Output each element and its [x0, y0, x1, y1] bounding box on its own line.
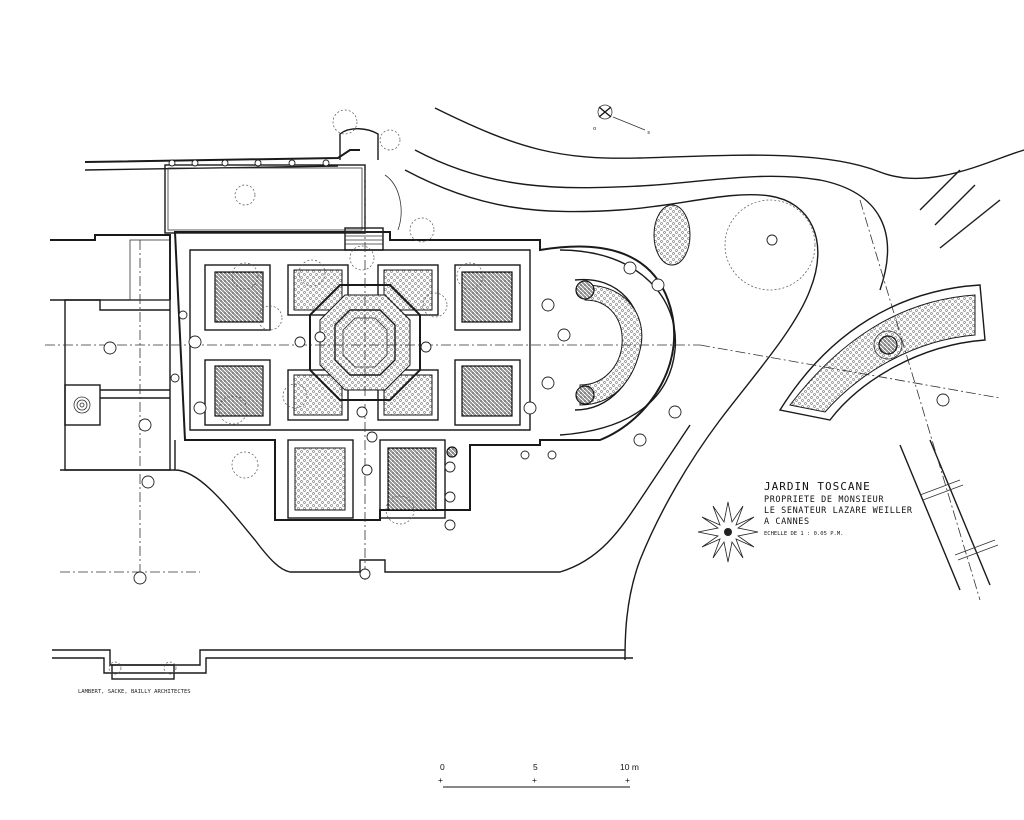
scale-label-10m: 10 m: [620, 762, 639, 772]
svg-text:+: +: [625, 775, 630, 785]
title-line-3: LE SENATEUR LAZARE WEILLER: [764, 506, 913, 516]
winding-path: [404, 107, 1024, 661]
axis-lines: [45, 170, 1001, 601]
reference-markers: [103, 310, 571, 585]
scale-bar: + + + 0 5 10 m: [438, 762, 639, 788]
title-block: JARDIN TOSCANE PROPRIETE DE MONSIEUR LE …: [764, 480, 913, 537]
scale-label-5: 5: [533, 762, 538, 772]
scale-label-0: 0: [440, 762, 445, 772]
svg-text:+: +: [532, 775, 537, 785]
main-terrace: [173, 227, 676, 521]
svg-text:s: s: [647, 130, 650, 136]
architects-credit: LAMBERT, SACKE, BAILLY ARCHITECTES: [78, 689, 191, 695]
east-crescent: [778, 169, 1001, 591]
north-arrow-icon: o s: [593, 104, 650, 136]
title-line-4: A CANNES: [764, 517, 810, 527]
central-octagon: [309, 284, 421, 401]
title-line-2: PROPRIETE DE MONSIEUR: [764, 495, 884, 505]
title-line-1: JARDIN TOSCANE: [764, 480, 871, 493]
svg-text:o: o: [593, 126, 596, 132]
building-outline: [84, 109, 402, 234]
hemicycle: [541, 249, 682, 447]
compass-rose-icon: [697, 501, 759, 563]
svg-text:+: +: [438, 775, 443, 785]
shrub-cluster: [653, 199, 816, 291]
lower-wall: [52, 424, 691, 680]
title-line-5: ECHELLE DE 1 : 0.05 P.M.: [764, 531, 843, 537]
trees: [218, 184, 484, 525]
